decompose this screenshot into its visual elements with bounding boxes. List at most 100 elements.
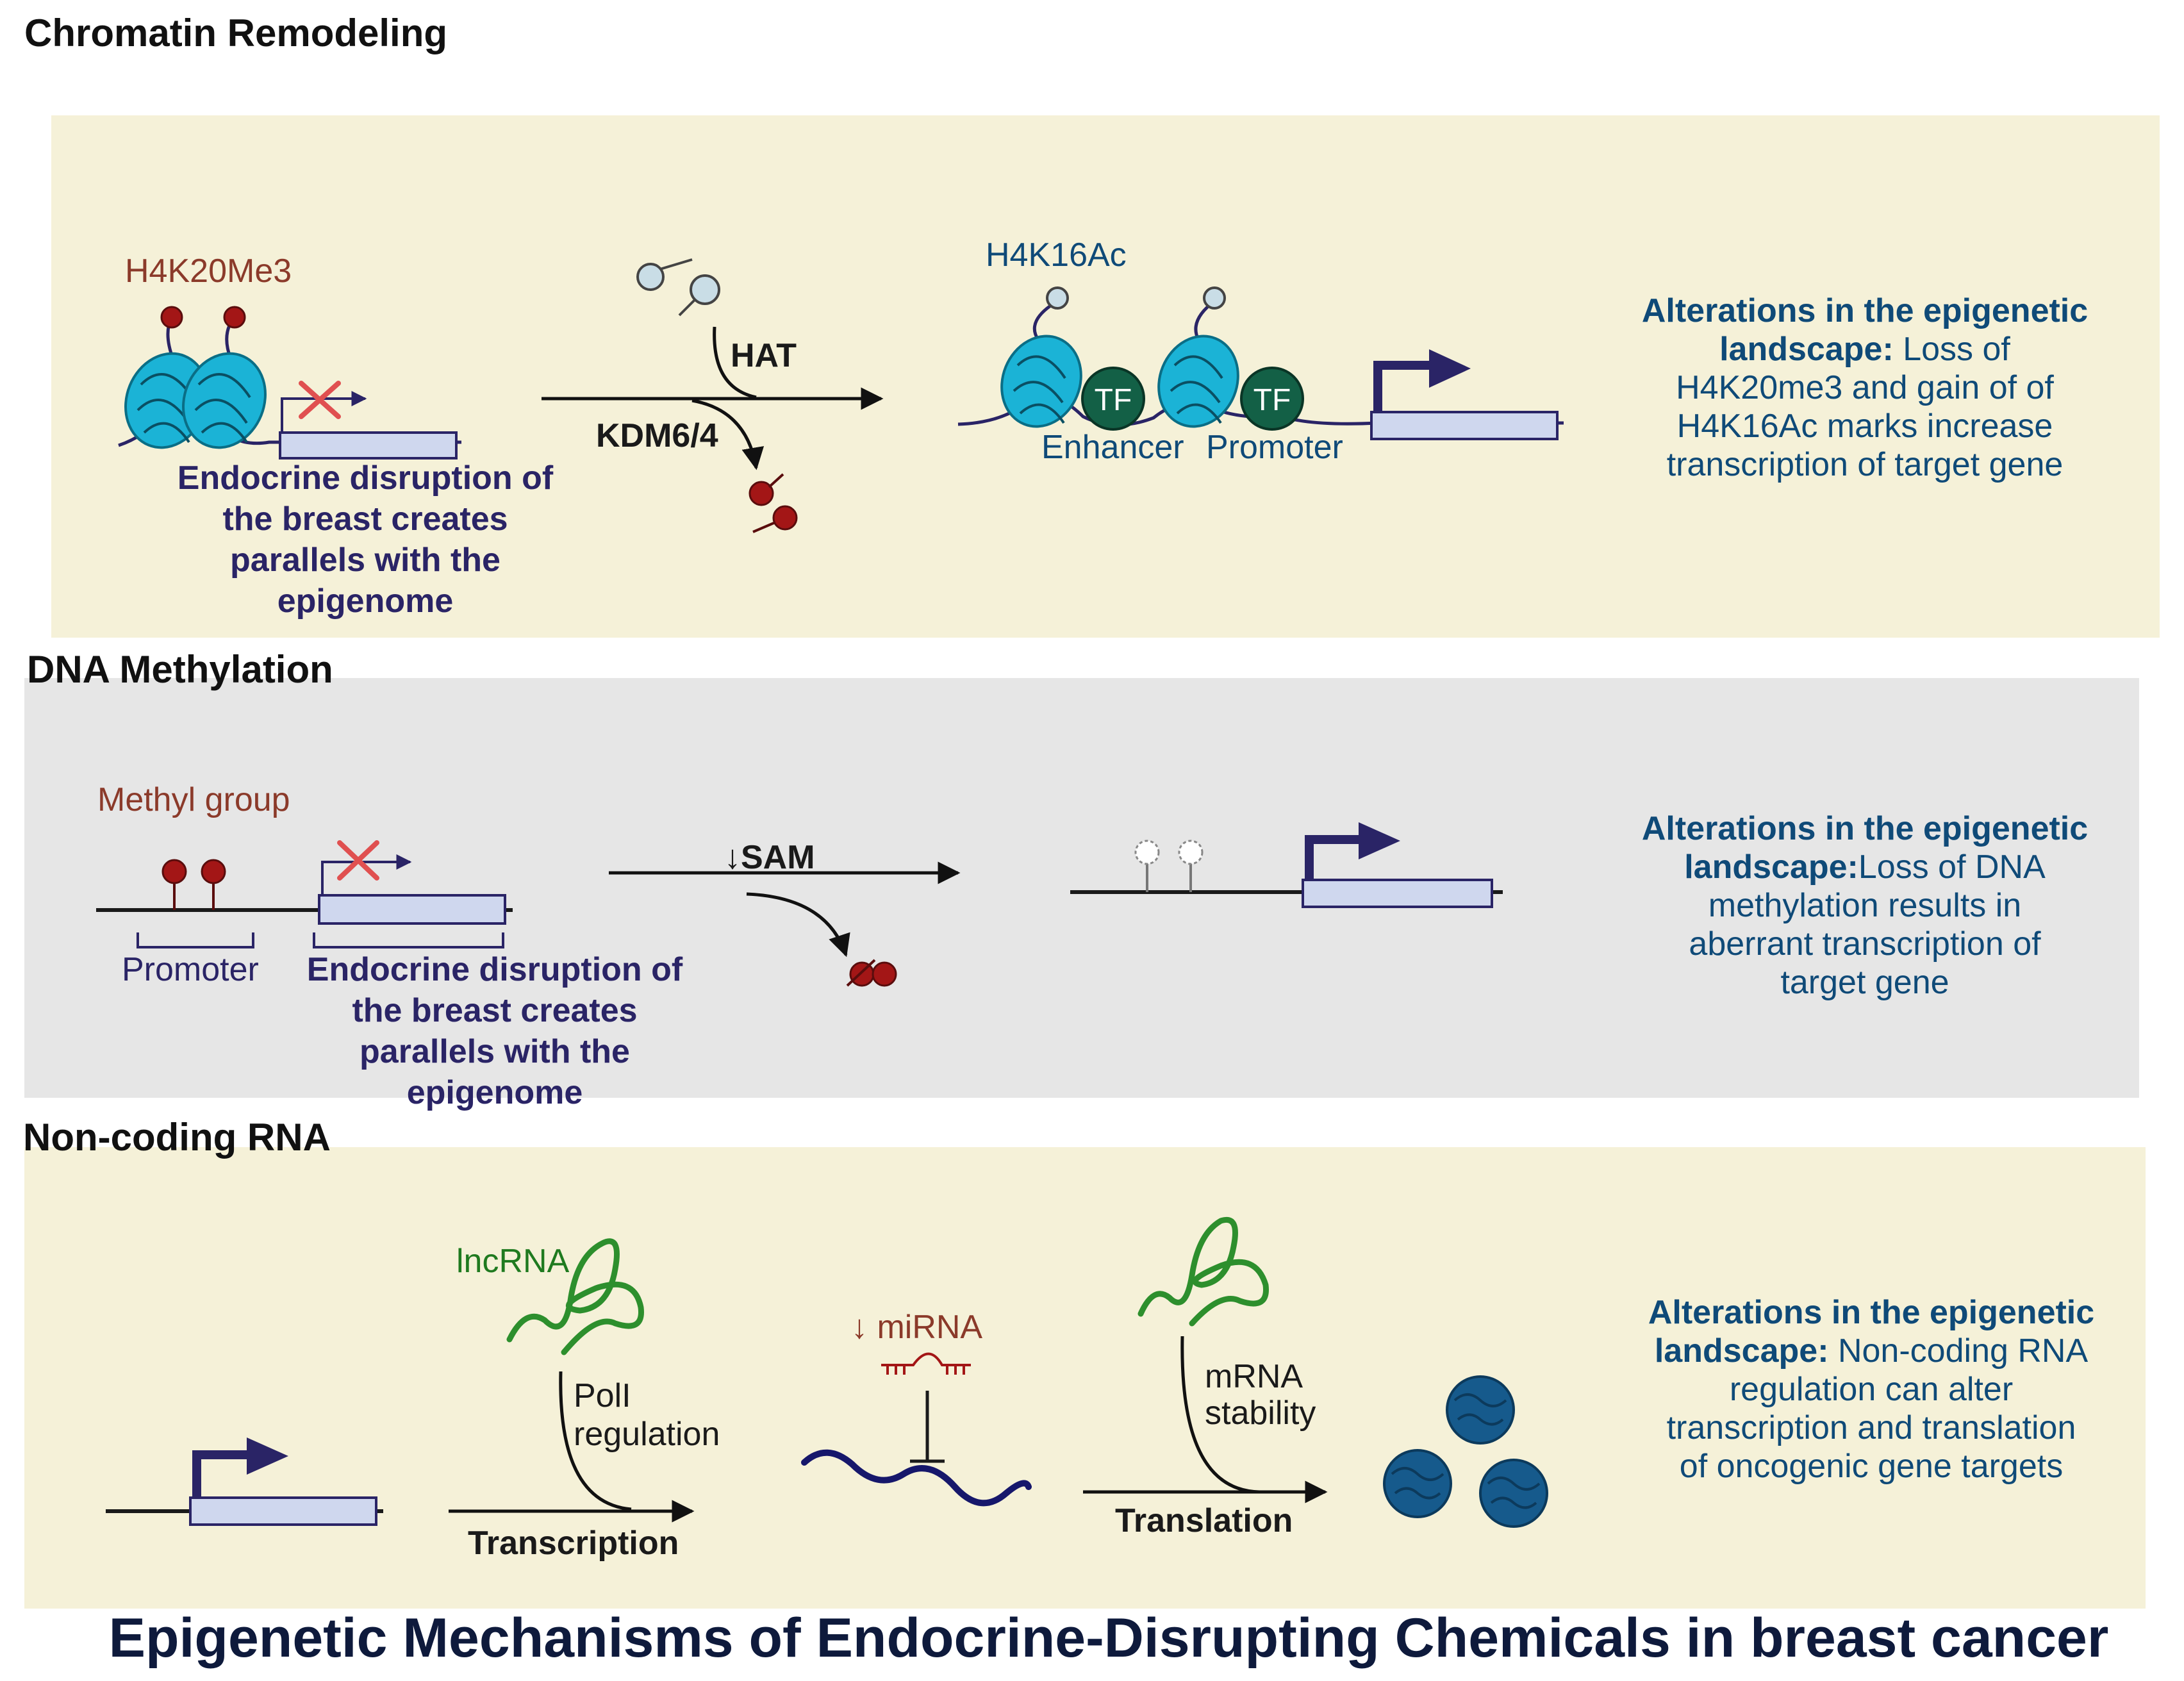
mrna-icon xyxy=(1138,1217,1269,1327)
svg-text:the breast creates: the breast creates xyxy=(222,501,508,538)
dna-alteration-text: Alterations in the epigenetic landscape:… xyxy=(1642,810,2088,1001)
svg-text:parallels with the: parallels with the xyxy=(360,1033,630,1070)
svg-text:landscape: Loss of: landscape: Loss of xyxy=(1719,331,2010,368)
kdm-outgoing-arrow xyxy=(691,399,765,470)
svg-text:Endocrine disruption of: Endocrine disruption of xyxy=(307,951,683,988)
svg-text:of oncogenic gene targets: of oncogenic gene targets xyxy=(1680,1448,2063,1485)
promoter-label: Promoter xyxy=(122,951,259,988)
ncrna-panel xyxy=(24,1147,2146,1609)
figure-title: Epigenetic Mechanisms of Endocrine-Disru… xyxy=(109,1607,2109,1669)
blocked-cross-icon xyxy=(299,381,341,419)
methyl-group-label: Methyl group xyxy=(97,781,290,818)
demethylated-gene-group xyxy=(1070,822,1503,908)
tss-active-arrow-icon xyxy=(192,1437,288,1498)
tf-icon: TF xyxy=(1240,367,1304,431)
enhancer-label: Enhancer xyxy=(1041,429,1184,466)
svg-text:regulation can alter: regulation can alter xyxy=(1730,1371,2013,1408)
hat-incoming-arrow xyxy=(713,326,757,399)
unmethylated-site-icon xyxy=(1134,840,1160,865)
svg-text:Endocrine disruption of: Endocrine disruption of xyxy=(178,460,554,497)
released-methyl-icon xyxy=(846,959,897,987)
svg-text:H4K16Ac marks increase: H4K16Ac marks increase xyxy=(1677,408,2053,445)
promoter-bracket xyxy=(136,932,254,948)
methyl-mark-icon xyxy=(161,859,187,884)
pol-label: PolI xyxy=(574,1377,631,1414)
svg-text:the breast creates: the breast creates xyxy=(352,992,637,1029)
mrna-target-icon xyxy=(801,1449,1032,1507)
translation-incoming-arrow xyxy=(1180,1336,1260,1494)
svg-text:landscape:Loss of DNA: landscape:Loss of DNA xyxy=(1684,849,2046,886)
svg-text:TF: TF xyxy=(1095,383,1132,417)
blocked-cross-icon xyxy=(337,840,379,881)
tf-icon: TF xyxy=(1081,367,1145,431)
svg-text:aberrant transcription of: aberrant transcription of xyxy=(1689,925,2041,963)
gene-bracket xyxy=(313,932,504,948)
promoter-label: Promoter xyxy=(1206,429,1343,466)
methyl-mark-icon xyxy=(223,306,246,329)
h4k16ac-label: H4K16Ac xyxy=(986,236,1127,274)
protein-icon xyxy=(1479,1459,1548,1528)
unmethylated-site-icon xyxy=(1178,840,1204,865)
sam-label: ↓SAM xyxy=(724,839,815,876)
section-title-ncrna: Non-coding RNA xyxy=(23,1116,331,1159)
nucleosome-icon xyxy=(1000,335,1082,428)
svg-text:target gene: target gene xyxy=(1780,964,1949,1001)
translation-label: Translation xyxy=(1115,1502,1293,1539)
mrna-stability-label-2: stability xyxy=(1205,1395,1316,1432)
mirna-label: ↓ miRNA xyxy=(851,1309,982,1346)
svg-text:Alterations in the epigenetic: Alterations in the epigenetic xyxy=(1642,810,2088,847)
acetyl-groups-icon xyxy=(636,258,720,317)
h4k20me3-label: H4K20Me3 xyxy=(125,253,292,290)
chromatin-left-gene-group xyxy=(118,306,461,460)
nucleosome-icon xyxy=(182,352,267,449)
ncrna-alteration-text: Alterations in the epigenetic landscape:… xyxy=(1648,1294,2094,1485)
lncrna-icon xyxy=(506,1238,644,1355)
gene-box xyxy=(318,894,506,925)
acetyl-mark-icon xyxy=(1203,286,1226,310)
gene-box xyxy=(189,1496,377,1526)
transcription-label: Transcription xyxy=(468,1525,679,1562)
svg-text:TF: TF xyxy=(1253,383,1291,417)
svg-text:methylation results in: methylation results in xyxy=(1708,887,2021,924)
gene-box xyxy=(1302,879,1493,908)
svg-text:landscape: Non-coding RNA: landscape: Non-coding RNA xyxy=(1655,1332,2089,1370)
svg-text:Alterations in the epigenetic: Alterations in the epigenetic xyxy=(1648,1294,2094,1331)
methyl-mark-icon xyxy=(160,306,183,329)
nucleosome-icon xyxy=(1157,335,1239,428)
acetyl-mark-icon xyxy=(1046,286,1069,310)
dna-edc-caption: Endocrine disruption of the breast creat… xyxy=(307,951,683,1111)
kdm-label: KDM6/4 xyxy=(596,417,718,454)
methylated-gene-group xyxy=(96,840,513,948)
tss-active-arrow-icon xyxy=(1305,822,1400,880)
svg-text:parallels with the: parallels with the xyxy=(230,542,500,579)
tss-active-arrow-icon xyxy=(1373,349,1471,412)
section-title-chromatin: Chromatin Remodeling xyxy=(24,12,447,54)
released-methyl-icon xyxy=(749,473,798,533)
ncrna-gene-group xyxy=(106,1437,383,1526)
svg-text:epigenome: epigenome xyxy=(407,1074,583,1111)
protein-icon xyxy=(1383,1449,1452,1518)
chromatin-edc-caption: Endocrine disruption of the breast creat… xyxy=(178,460,554,620)
svg-text:transcription and translation: transcription and translation xyxy=(1667,1409,2076,1446)
protein-cluster-icon xyxy=(1383,1375,1548,1528)
svg-text:epigenome: epigenome xyxy=(277,583,454,620)
gene-box xyxy=(279,431,458,460)
protein-icon xyxy=(1446,1375,1515,1445)
lncrna-label: lncRNA xyxy=(456,1243,570,1280)
mirna-icon xyxy=(881,1352,971,1375)
sam-outgoing-arrow xyxy=(746,892,850,957)
mirna-inhibition-icon xyxy=(910,1391,945,1463)
gene-box xyxy=(1370,411,1559,440)
methyl-mark-icon xyxy=(201,859,226,884)
chromatin-right-gene-group: TF TF xyxy=(957,286,1564,440)
svg-text:transcription of target gene: transcription of target gene xyxy=(1667,446,2064,483)
mrna-stability-label: mRNA xyxy=(1205,1358,1303,1395)
pol-label-2: regulation xyxy=(574,1416,720,1453)
chromatin-alteration-text: Alterations in the epigenetic landscape:… xyxy=(1642,292,2088,483)
svg-text:Alterations in the epigenetic: Alterations in the epigenetic xyxy=(1642,292,2088,329)
dna-methylation-panel xyxy=(24,678,2139,1098)
transcription-incoming-arrow xyxy=(559,1371,632,1511)
svg-text:H4K20me3 and gain of of: H4K20me3 and gain of of xyxy=(1676,369,2054,406)
hat-label: HAT xyxy=(731,337,797,374)
